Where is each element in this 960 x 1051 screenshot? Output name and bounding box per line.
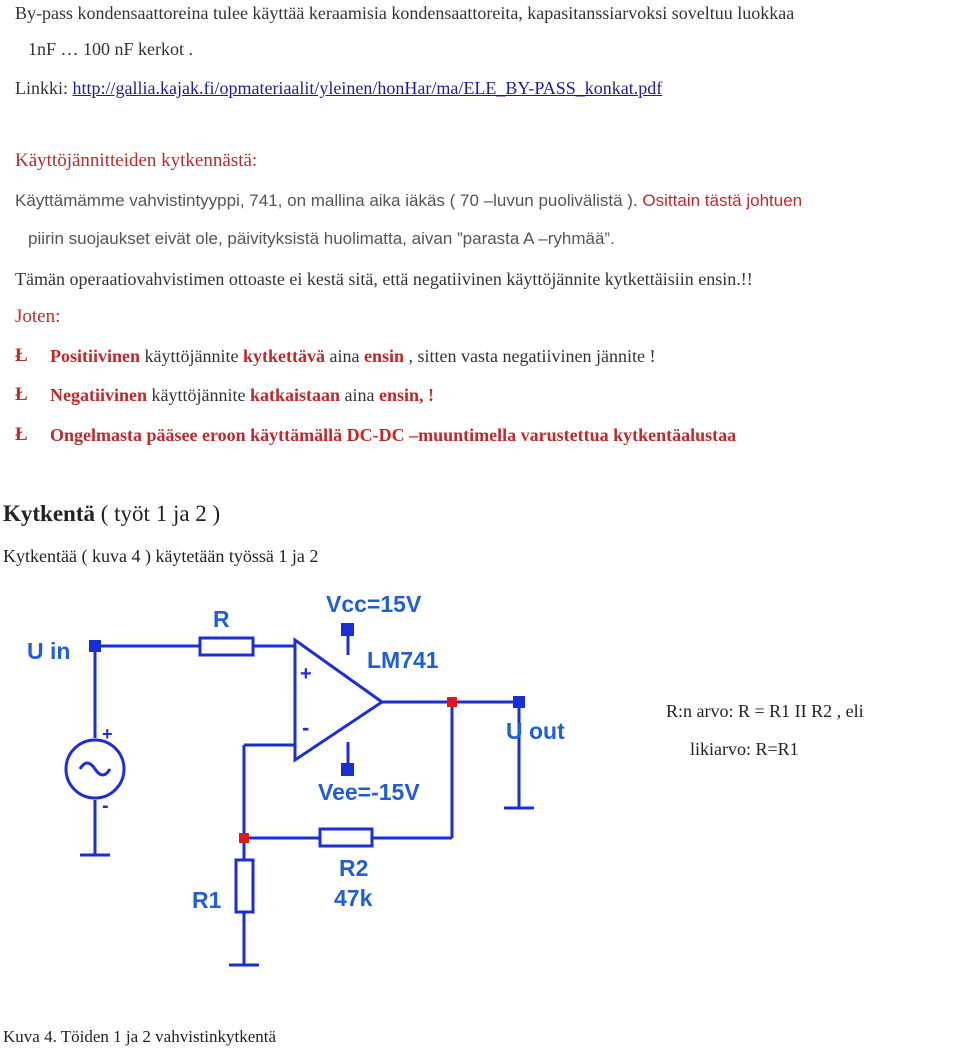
sine-wave-icon bbox=[78, 761, 112, 777]
bullet-2-a: Negatiivinen bbox=[50, 385, 147, 405]
r-label: R bbox=[213, 606, 230, 632]
supply-heading: Käyttöjännitteiden kytkennästä: bbox=[15, 150, 258, 171]
bullet-2-c: katkaistaan bbox=[249, 385, 341, 405]
bullet-2-d: aina bbox=[340, 385, 379, 405]
uin-label: U in bbox=[27, 638, 70, 664]
pdf-link[interactable]: http://gallia.kajak.fi/opmateriaalit/yle… bbox=[72, 78, 663, 98]
source-plus-sign: + bbox=[102, 724, 113, 744]
supply-para-2: piirin suojaukset eivät ole, päivityksis… bbox=[28, 229, 615, 248]
bullet-1-b: käyttöjännite bbox=[140, 346, 243, 366]
r-approx-note: likiarvo: R=R1 bbox=[690, 739, 799, 759]
bullet-2-b: käyttöjännite bbox=[147, 385, 250, 405]
r2-label: R2 bbox=[339, 855, 368, 881]
supply-para-1b: Osittain tästä johtuen bbox=[637, 191, 803, 210]
bullet-2-e: ensin, ! bbox=[379, 385, 435, 405]
figure-caption: Kuva 4. Töiden 1 ja 2 vahvistinkytkentä bbox=[3, 1027, 277, 1046]
link-line: Linkki: http://gallia.kajak.fi/opmateria… bbox=[15, 77, 662, 99]
node-uin bbox=[89, 640, 101, 652]
bullet-1: Positiivinen käyttöjännite kytkettävä ai… bbox=[50, 345, 655, 367]
bullet-1-f: , sitten vasta negatiivinen jännite ! bbox=[404, 346, 656, 366]
supply-para-1a: Käyttämämme vahvistintyyppi, 741, on mal… bbox=[15, 191, 638, 210]
node-vee bbox=[341, 763, 354, 776]
section-title-bold: Kytkentä bbox=[3, 501, 95, 526]
intro-line-1: By-pass kondensaattoreina tulee käyttää … bbox=[15, 3, 795, 23]
section-title: Kytkentä ( työt 1 ja 2 ) bbox=[3, 501, 221, 526]
bullet-icon: Ł bbox=[15, 384, 28, 405]
resistor-r1 bbox=[234, 858, 255, 914]
opamp-symbol bbox=[293, 637, 385, 763]
opamp-plus-sign: + bbox=[300, 663, 312, 685]
node-vcc bbox=[341, 623, 354, 636]
bullet-1-e: ensin bbox=[363, 346, 405, 366]
junction-output bbox=[447, 697, 457, 707]
supply-para-1: Käyttämämme vahvistintyyppi, 741, on mal… bbox=[15, 190, 802, 212]
uout-label: U out bbox=[506, 718, 565, 744]
bullet-3: Ongelmasta pääsee eroon käyttämällä DC-D… bbox=[50, 425, 737, 445]
bullet-1-d: aina bbox=[325, 346, 364, 366]
node-uout bbox=[513, 696, 525, 708]
intro-line-2: 1nF … 100 nF kerkot . bbox=[28, 39, 194, 59]
bullet-1-c: kytkettävä bbox=[243, 346, 325, 366]
r1-label: R1 bbox=[192, 887, 222, 913]
wires bbox=[80, 630, 534, 967]
section-title-rest: ( työt 1 ja 2 ) bbox=[95, 501, 221, 526]
r2-value-label: 47k bbox=[334, 885, 373, 911]
bullet-2: Negatiivinen käyttöjännite katkaistaan a… bbox=[50, 384, 434, 406]
r-value-note: R:n arvo: R = R1 II R2 , eli bbox=[666, 701, 864, 721]
opamp-minus-sign: - bbox=[302, 715, 309, 740]
resistor-r bbox=[198, 636, 255, 657]
section-desc: Kytkentää ( kuva 4 ) käytetään työssä 1 … bbox=[3, 546, 319, 566]
source-minus-sign: - bbox=[102, 795, 109, 817]
joten-label: Joten: bbox=[15, 306, 61, 327]
vcc-label: Vcc=15V bbox=[326, 591, 422, 617]
bullet-icon: Ł bbox=[15, 424, 28, 445]
vee-label: Vee=-15V bbox=[318, 779, 420, 805]
junctions bbox=[239, 697, 457, 843]
resistor-r2 bbox=[318, 827, 374, 848]
supply-para-3: Tämän operaatiovahvistimen ottoaste ei k… bbox=[15, 269, 753, 289]
nodes bbox=[89, 623, 525, 776]
opamp-label: LM741 bbox=[367, 647, 439, 673]
bullet-icon: Ł bbox=[15, 345, 28, 366]
junction-feedback bbox=[239, 833, 249, 843]
link-prefix: Linkki: bbox=[15, 78, 73, 98]
bullet-1-a: Positiivinen bbox=[50, 346, 141, 366]
